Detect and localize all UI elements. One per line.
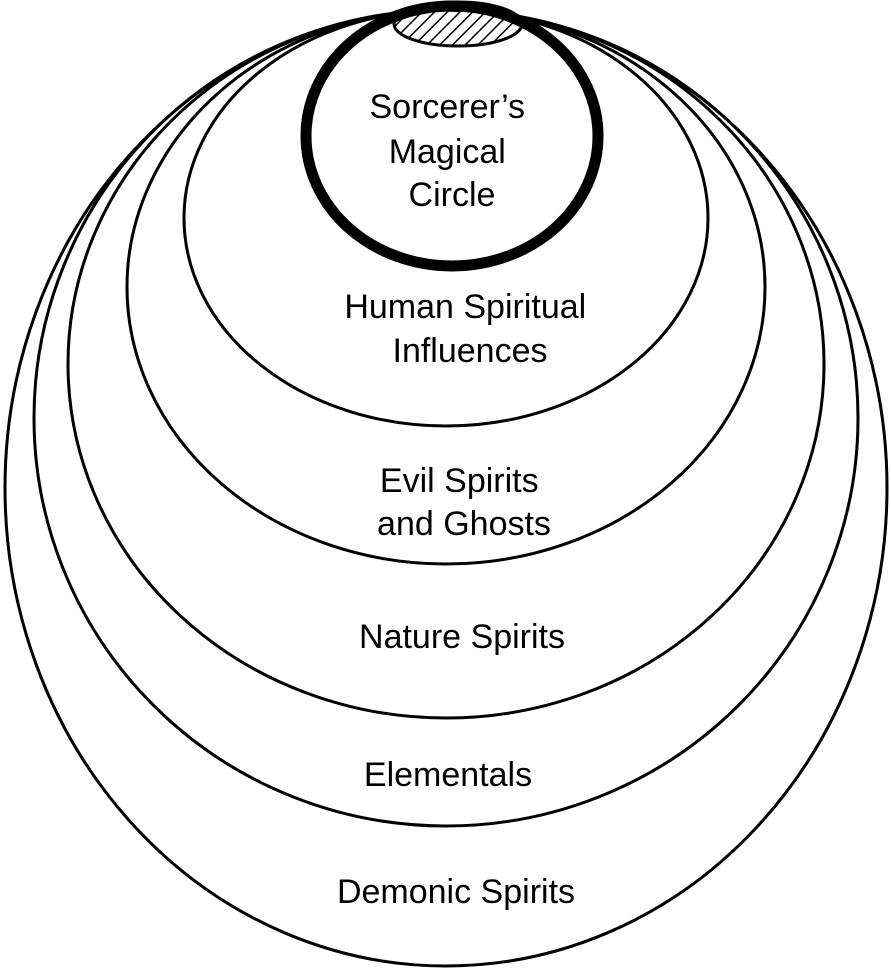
label-nature-spirits-line1: Nature Spirits: [359, 618, 565, 656]
label-elementals-line1: Elementals: [364, 756, 532, 794]
label-nature-spirits: Nature Spirits: [359, 618, 565, 656]
label-human-spiritual-line1: Human Spiritual: [344, 288, 586, 326]
label-magical-circle-line1: Sorcerer’s: [369, 88, 525, 126]
label-demonic-spirits: Demonic Spirits: [337, 873, 575, 911]
ring-magical-circle: [300, 0, 604, 272]
label-evil-spirits: Evil Spirits and Ghosts: [377, 462, 551, 543]
label-evil-spirits-line2: and Ghosts: [377, 505, 551, 543]
label-demonic-spirits-line1: Demonic Spirits: [337, 873, 575, 911]
label-magical-circle: Sorcerer’s Magical Circle: [369, 88, 534, 214]
label-human-spiritual: Human Spiritual Influences: [344, 288, 595, 370]
label-human-spiritual-line2: Influences: [393, 332, 548, 370]
label-magical-circle-line3: Circle: [409, 176, 496, 214]
label-evil-spirits-line1: Evil Spirits: [380, 462, 539, 500]
label-elementals: Elementals: [364, 756, 532, 794]
label-magical-circle-line2: Magical: [389, 133, 506, 171]
